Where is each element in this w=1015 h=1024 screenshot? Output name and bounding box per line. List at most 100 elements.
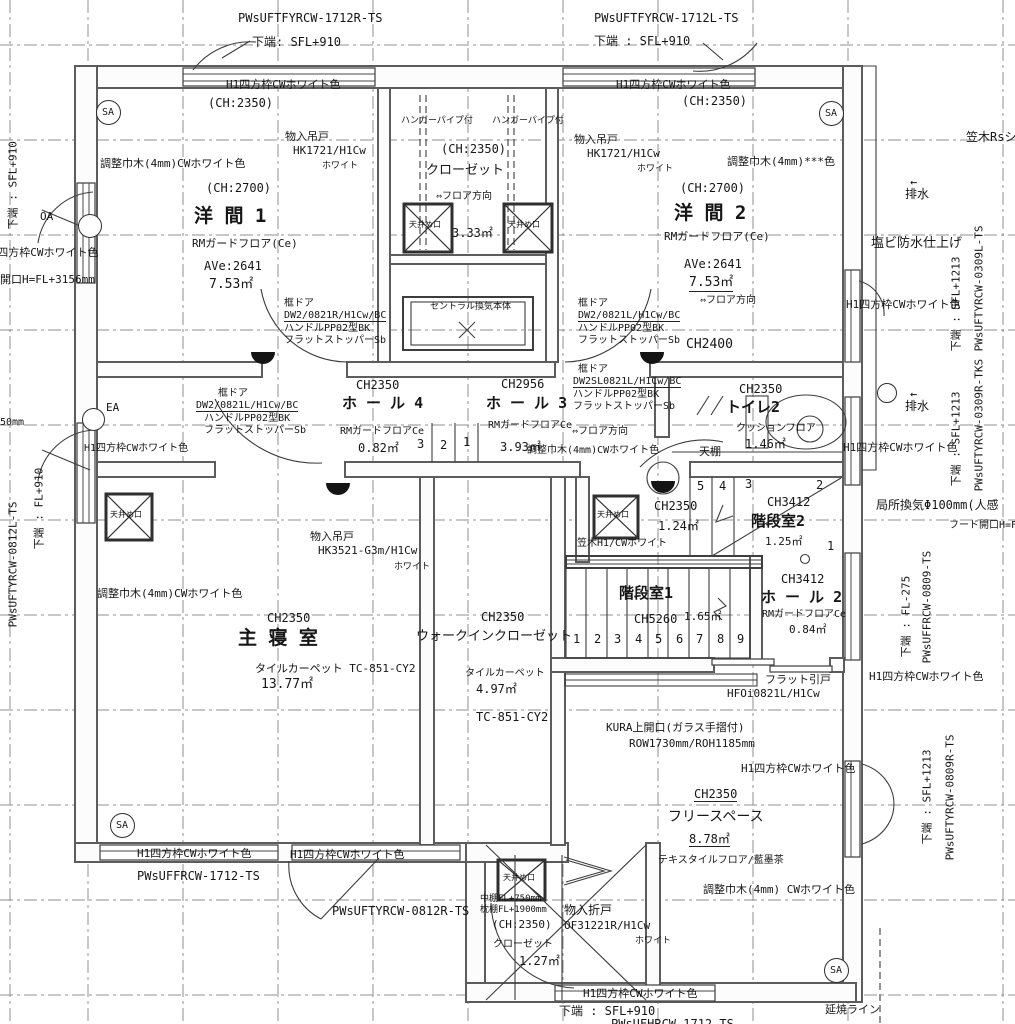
room-youma2: 洋 間 2 xyxy=(674,202,747,224)
stair2-step-2: 2 xyxy=(816,478,824,492)
window-id-right-3: PWsUFFRCW-0809-TS xyxy=(920,550,934,664)
hall4-step-1: 1 xyxy=(463,435,471,449)
frame-left-1: H1四方枠CWホワイト色 xyxy=(0,246,99,259)
floor-wic: タイルカーペット xyxy=(465,668,545,679)
kura-open-2: ROW1730mm/ROH1185mm xyxy=(629,737,755,750)
stair1-step-5: 5 xyxy=(655,632,663,646)
window-id-right-1: PWsUFTYRCW-0309L-TS xyxy=(972,225,986,352)
ave-youma2: AVe:2641 xyxy=(684,257,742,271)
sill-left-1: 下端 : SFL+910 xyxy=(6,140,20,230)
frame-left-2: H1四方枠CWホワイト色 xyxy=(84,443,189,454)
window-id-left: PWsUFTYRCW-0812L-TS xyxy=(6,501,20,628)
sill-right-1: 下端 : SFL+1213 xyxy=(949,256,963,352)
ch-youma2: (CH:2700) xyxy=(680,181,746,195)
sill-right-3: 下端 : FL-275 xyxy=(899,575,913,658)
ch-closet-bottom: (CH:2350) xyxy=(492,918,552,931)
hangdoor-main: 物入吊戸 xyxy=(310,530,354,543)
dim-50mm: 50mm xyxy=(0,417,25,428)
kamachi-2-3: ハンドルPP02型BK xyxy=(578,323,665,334)
ch-top-left: (CH:2350) xyxy=(208,96,274,110)
hangdoor-left-3: ホワイト xyxy=(322,161,359,171)
floor-youma2: RMガードフロア(Ce) xyxy=(664,230,770,243)
kamachi-4: 框ドア xyxy=(578,364,608,375)
frame-right-2: H1四方枠CWホワイト色 xyxy=(843,441,958,454)
sensor-domes xyxy=(251,352,680,495)
window-id-top-left: PWsUFTFYRCW-1712R-TS xyxy=(238,11,383,25)
area-hall3: 3.93㎡ xyxy=(500,440,541,454)
ch-freespace: CH2350 xyxy=(694,787,738,803)
stair1-step-9: 9 xyxy=(737,632,745,646)
hangdoor-left-2: HK1721/H1Cw xyxy=(293,144,366,157)
area-main: 13.77㎡ xyxy=(261,677,314,692)
kasagi-rs: 笠木Rsシル xyxy=(966,130,1015,144)
sill-top-right: 下端 : SFL+910 xyxy=(594,34,691,48)
room-hall4: ホ ー ル 4 xyxy=(342,394,424,412)
stair2-step-4: 4 xyxy=(719,479,727,493)
room-hall3: ホ ー ル 3 xyxy=(486,394,568,412)
kamachi-4-4: フラットストッパーSb xyxy=(573,401,676,412)
kamachi-3: 框ドア xyxy=(218,388,248,399)
floor-main: タイルカーペット TC-851-CY2 xyxy=(255,662,416,675)
ch-toilet2: CH2350 xyxy=(739,382,783,396)
room-youma1: 洋 間 1 xyxy=(194,205,267,227)
stair1-step-8: 8 xyxy=(717,632,725,646)
oa-circle xyxy=(78,214,102,238)
ch-youma1: (CH:2700) xyxy=(206,181,272,195)
room-stair2: 階段室2 xyxy=(751,512,806,530)
stair1-step-1: 1 xyxy=(573,632,581,646)
ceil-open-1: 天井め口 xyxy=(409,220,441,229)
ceil-open-4: 天井め口 xyxy=(110,510,142,519)
kamachi-1-3: ハンドルPP02型BK xyxy=(284,323,371,334)
vent-circle-right xyxy=(877,383,897,403)
skirting-freespace: 調整巾木(4mm) CWホワイト色 xyxy=(703,883,855,896)
interior-walls xyxy=(96,87,845,1003)
room-hall2: ホ ー ル 2 xyxy=(761,588,843,606)
floor-freespace: テキスタイルフロア/藍墨茶 xyxy=(658,855,784,866)
stair1-step-4: 4 xyxy=(635,632,643,646)
sa-marker-top-left: SA xyxy=(95,99,121,125)
skirting-hall: 調整巾木(4mm)CWホワイト色 xyxy=(527,445,660,456)
waterproof: 塩ビ防水仕上げ xyxy=(871,236,963,251)
central-vent: セントラル換気本体 xyxy=(430,302,512,312)
area-freespace: 8.78㎡ xyxy=(689,832,730,848)
stair2-step-5: 5 xyxy=(697,479,705,493)
ceil-open-2: 天井め口 xyxy=(508,220,540,229)
ea-circle xyxy=(81,407,105,431)
sill-top-left: 下端: SFL+910 xyxy=(252,35,342,49)
skirting-youma2: 調整巾木(4mm)***色 xyxy=(727,155,835,168)
fold-door: 物入折戸 xyxy=(564,903,613,917)
area-wic: 4.97㎡ xyxy=(476,682,517,696)
hangdoor-main-3: ホワイト xyxy=(394,562,431,572)
frame-freespace: H1四方枠CWホワイト色 xyxy=(741,762,856,775)
frame-top-right: H1四方枠CWホワイト色 xyxy=(616,78,731,91)
room-closet-bottom: クローゼット xyxy=(493,939,553,950)
window-id-bottom-door: PWsUFTYRCW-0812R-TS xyxy=(332,904,470,918)
hangdoor-right-2: HK1721/H1Cw xyxy=(587,147,660,160)
carpet-wic: TC-851-CY2 xyxy=(476,710,549,724)
hangdoor-main-2: HK3521-G3m/H1Cw xyxy=(318,544,418,557)
floor-hall4: RMガードフロアCe xyxy=(340,426,425,437)
ceil-open-3: 天井め口 xyxy=(597,510,629,519)
staircase-2 xyxy=(689,477,842,565)
ch-hall4: CH2350 xyxy=(356,378,400,392)
window-id-bottom: PWsUFHRCW-1712-TS xyxy=(611,1017,734,1024)
area-closet-top: 3.33㎡ xyxy=(452,226,493,240)
kamachi-2: 框ドア xyxy=(578,298,608,309)
ch-wic: CH2350 xyxy=(481,610,525,624)
area-toilet2: 1.46㎡ xyxy=(745,437,786,451)
flat-door-2: HFOi0821L/H1Cw xyxy=(727,687,820,700)
room-freespace: フリースペース xyxy=(668,809,764,825)
kamachi-1-2: DW2/0821R/H1Cw/BC xyxy=(284,310,387,323)
toilet-fixture xyxy=(672,394,847,453)
ch-stair2: CH3412 xyxy=(767,495,811,509)
area-hall2: 0.84㎡ xyxy=(789,623,827,636)
ch-closet-top: (CH:2350) xyxy=(441,142,507,156)
opening-h: 開口H=FL+3156mm xyxy=(0,273,95,286)
room-closet-top: クローゼット xyxy=(426,163,505,178)
hall4-steps xyxy=(431,423,479,462)
floor-hall2: RMガードフロアCe xyxy=(762,609,847,620)
kamachi-2-4: フラットストッパーSb xyxy=(578,335,681,346)
stair2-step-1: 1 xyxy=(827,539,835,553)
ch-top-right: (CH:2350) xyxy=(682,94,748,108)
area-stair1: 1.65㎡ xyxy=(684,610,722,623)
